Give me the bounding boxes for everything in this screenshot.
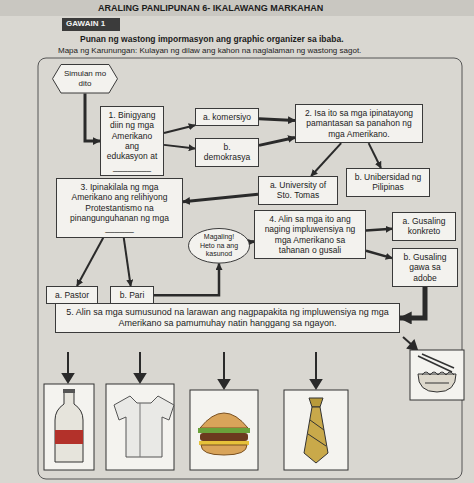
flow-arrow — [259, 138, 295, 146]
flow-arrow — [366, 229, 392, 231]
page-top-band — [0, 0, 474, 16]
tab-ground — [62, 18, 120, 31]
activity-tab: GAWAIN 1 — [66, 19, 120, 29]
flow-arrow — [259, 119, 295, 121]
answer-box: a. University of Sto. Tomas — [258, 176, 338, 205]
organizer-frame — [38, 58, 462, 479]
flow-arrow — [164, 145, 195, 149]
picture-arrows — [63, 337, 417, 388]
bottle-picture — [44, 384, 94, 470]
flow-arrow — [85, 94, 100, 142]
question-box: 5. Alin sa mga sumusunod na larawan ang … — [55, 303, 400, 333]
flow-arrow — [369, 143, 381, 168]
answer-box: a. komersiyo — [195, 108, 259, 126]
page-header: ARALING PANLIPUNAN 6- IKALAWANG MARKAHAN — [98, 3, 428, 14]
noodle-bowl-picture — [410, 350, 464, 400]
node-text: a. Gusaling konkreto — [397, 216, 451, 237]
answer-box: b. Gusaling gawa sa adobe — [392, 248, 458, 287]
node-text: 5. Alin sa mga sumusunod na larawan ang … — [60, 307, 395, 329]
answer-box: b. Pari — [110, 286, 154, 304]
hexagon-shape — [53, 65, 118, 94]
node-text: b. Unibersidad ng Pilipinas — [351, 172, 425, 193]
instruction: Mapa ng Karunungan: Kulayan ng dilaw ang… — [58, 46, 458, 56]
question-box: 2. Isa ito sa mga ipinatayong pamantasan… — [295, 104, 423, 143]
question-box: 1. Binigyang diin ng mga Amerikano ang e… — [100, 106, 164, 176]
ellipse-shape — [189, 229, 250, 264]
node-text: a. Pastor — [51, 290, 93, 300]
node-text: b. demokrasya — [200, 142, 254, 163]
flow-arrow — [77, 238, 103, 286]
burger-picture — [190, 390, 258, 470]
node-text: Magaling! Heto na ang kasunod — [197, 233, 241, 259]
answer-box: b. demokrasya — [195, 138, 259, 167]
shirt-picture — [106, 384, 174, 470]
flow-arrow — [400, 287, 425, 318]
flow-arrow — [183, 194, 258, 201]
node-text: 3. Ipinakilala ng mga Amerikano ang reli… — [61, 182, 178, 234]
tie-picture — [284, 390, 348, 470]
answer-box: a. Pastor — [46, 286, 98, 304]
instruction: Punan ng wastong impormasyon ang graphic… — [80, 34, 450, 44]
node-text: b. Pari — [115, 290, 149, 300]
start-hexagon: Simulan mo dito — [52, 64, 118, 94]
node-text: 1. Binigyang diin ng mga Amerikano ang e… — [105, 110, 159, 172]
node-text: 4. Alin sa mga ito ang naging impluwensi… — [259, 214, 361, 255]
flow-arrow — [124, 238, 131, 286]
node-text: Simulan mo dito — [63, 69, 107, 89]
praise-ellipse: Magaling! Heto na ang kasunod — [188, 228, 250, 264]
question-box: 4. Alin sa mga ito ang naging impluwensi… — [254, 210, 366, 259]
node-text: a. University of Sto. Tomas — [263, 180, 333, 201]
flow-arrow — [311, 143, 341, 176]
question-box: 3. Ipinakilala ng mga Amerikano ang reli… — [56, 178, 183, 238]
answer-box: a. Gusaling konkreto — [392, 212, 456, 241]
flow-arrow — [154, 264, 219, 296]
node-text: b. Gusaling gawa sa adobe — [397, 252, 453, 283]
node-text: a. komersiyo — [200, 112, 254, 122]
node-text: 2. Isa ito sa mga ipinatayong pamantasan… — [300, 108, 418, 139]
answer-box: b. Unibersidad ng Pilipinas — [346, 168, 430, 197]
flow-arrow — [164, 125, 195, 133]
flow-arrow — [366, 251, 392, 258]
